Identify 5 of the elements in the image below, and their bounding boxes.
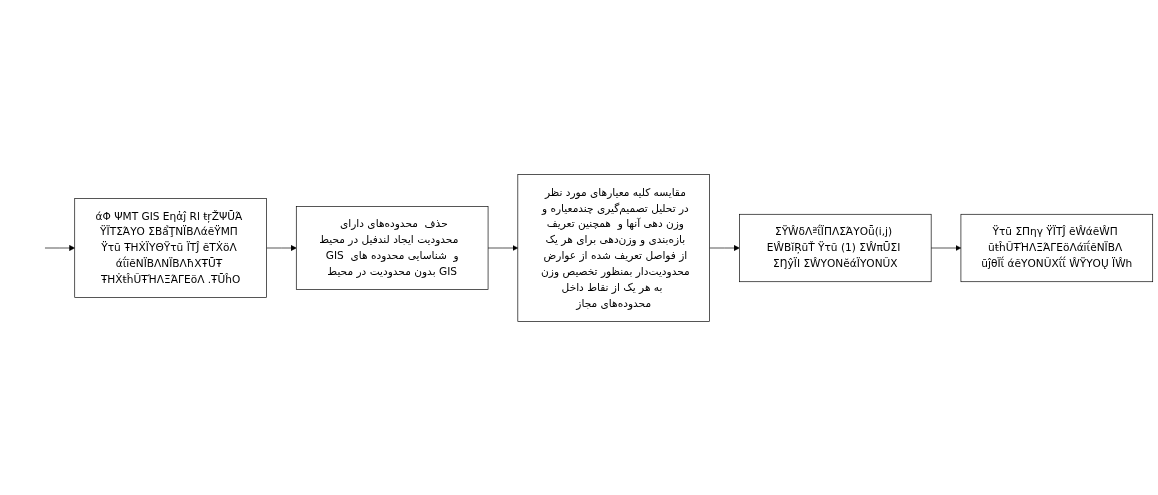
node-box: حذف محدوده‌های دارای محدودیت ایجاد لندفیل در محیط GIS و شناسایی محدوده های بدون محدودیت در محیط GIS [295,205,489,290]
node-box: مقایسه کلیه معیارهای مورد نظر در تحلیل تصمیم‌گیری چندمعیاره و وزن دهی آنها و همچنین تعریف بازه‌بندی و وزن‌دهی برای هر یک از فواصل تعریف شده از عوارض محدودیت‌دار بمنظور تخصیص وزن به هر یک از نقاط داخل محدوده‌های مجاز [517,173,710,322]
node-box: άΦ ΨΜΤ GIS Eηἀĵ Rl ŧŗŽΨŪΆ ΫΪΤΣΆΥΟ ΣΒẩŢΝΪΒΛάẽΫΜΠ Ϋτū ŦΗẊΪΥΘΫτū ΪΤĴ ẽΤẊöΛ άΐĩẽΝΪΒΛΝΪΒΛħΧŦŪŦ ŦΗẊŧĥŨŦΉΛΞΆΓΕöΛ .ŦŪĥΟ [74,197,267,298]
node-box: ΣΫŴδΛªΐΪΠΛΣΆΥΟǖ(i,j) ΕŴΒĭŖūŤ Ϋτū (1) ΣŴπŪΣΙ ΣŊŷΪΙ ΣŴΥΟΝĕάΪΥΟΝŬΧ [739,213,932,282]
node-box: Ϋτū ΣΠηγ ΫΪΤĴ ẽŴάẽŴΠ ūŧĥŨŦΉΛΞΆΓΕöΛάĩΐẽΝΪΒΛ ūĵθΪΐ άẽΥΟΝŬΧΐΐ ŴΫΥΟŲ ΪŴh [960,213,1154,282]
